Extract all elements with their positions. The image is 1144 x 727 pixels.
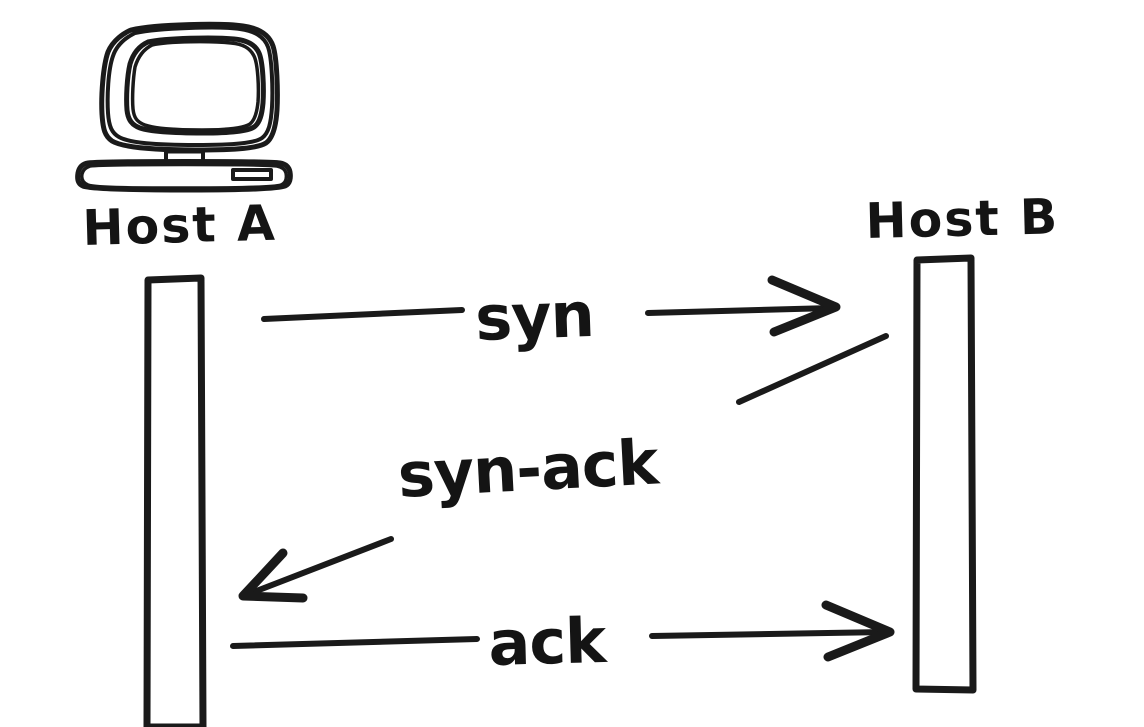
host-b-label: Host B xyxy=(865,188,1060,250)
message-syn-arrow xyxy=(261,275,841,337)
message-syn-ack-arrow xyxy=(238,333,889,603)
host-a-computer-icon xyxy=(75,21,293,193)
message-ack-arrow xyxy=(230,600,895,662)
message-syn-label: syn xyxy=(474,278,595,355)
host-a-lifeline xyxy=(143,274,207,727)
host-b-lifeline xyxy=(912,254,977,694)
message-syn-ack-label: syn-ack xyxy=(396,425,662,512)
message-ack-label: ack xyxy=(487,604,608,680)
host-a-label: Host A xyxy=(82,195,278,257)
